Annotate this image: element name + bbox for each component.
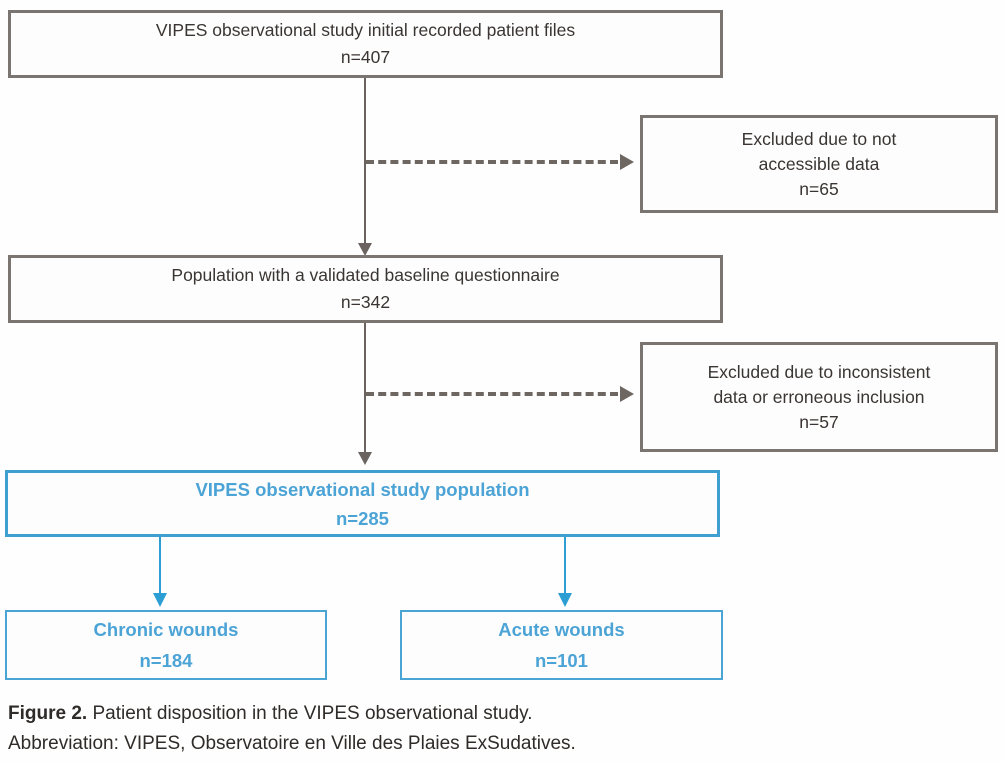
box-acute-title: Acute wounds — [498, 619, 625, 640]
caption-abbreviation: Abbreviation: VIPES, Observatoire en Vil… — [8, 733, 576, 754]
figure-caption: Figure 2. Patient disposition in the VIP… — [8, 699, 908, 759]
caption-figure-label: Figure 2. — [8, 703, 88, 724]
box-chronic-n: n=184 — [139, 650, 193, 671]
box-validated-title: Population with a validated baseline que… — [171, 265, 560, 285]
box-chronic-title: Chronic wounds — [93, 619, 239, 640]
box-excluded1-n: n=65 — [799, 178, 839, 199]
arrow-line-population-to-acute — [564, 537, 566, 594]
box-excluded2-line2: data or erroneous inclusion — [713, 386, 925, 407]
arrow-line-population-to-chronic — [159, 537, 161, 594]
caption-figure-text: Patient disposition in the VIPES observa… — [87, 703, 533, 724]
box-validated-questionnaire: Population with a validated baseline que… — [8, 255, 723, 323]
box-acute-n: n=101 — [535, 650, 588, 671]
box-initial-patient-files: VIPES observational study initial record… — [8, 10, 723, 78]
dashed-line-excluded-2 — [366, 392, 618, 396]
arrowhead-down-1 — [358, 243, 372, 256]
box-population-n: n=285 — [336, 507, 389, 529]
box-excluded1-line1: Excluded due to not — [741, 128, 897, 149]
dashed-line-excluded-1 — [366, 160, 618, 164]
box-excluded1-line2: accessible data — [758, 153, 880, 174]
box-excluded2-n: n=57 — [799, 411, 839, 432]
box-excluded-inconsistent: Excluded due to inconsistent data or err… — [640, 342, 998, 452]
box-excluded2-line1: Excluded due to inconsistent — [707, 361, 931, 382]
box-chronic-wounds: Chronic wounds n=184 — [5, 610, 327, 680]
arrow-line-validated-to-population — [364, 323, 366, 453]
box-acute-wounds: Acute wounds n=101 — [400, 610, 723, 680]
box-excluded-not-accessible: Excluded due to not accessible data n=65 — [640, 115, 998, 213]
arrowhead-down-blue-right — [558, 593, 572, 607]
box-initial-n: n=407 — [340, 47, 391, 67]
arrowhead-down-blue-left — [153, 593, 167, 607]
arrowhead-right-1 — [620, 154, 634, 170]
box-validated-n: n=342 — [340, 292, 391, 312]
arrow-line-initial-to-validated — [364, 78, 366, 244]
caption-line-1: Figure 2. Patient disposition in the VIP… — [8, 699, 908, 729]
arrowhead-down-2 — [358, 452, 372, 465]
box-study-population: VIPES observational study population n=2… — [5, 470, 720, 537]
arrowhead-right-2 — [620, 386, 634, 402]
box-population-title: VIPES observational study population — [195, 478, 530, 500]
box-initial-title: VIPES observational study initial record… — [155, 20, 576, 40]
